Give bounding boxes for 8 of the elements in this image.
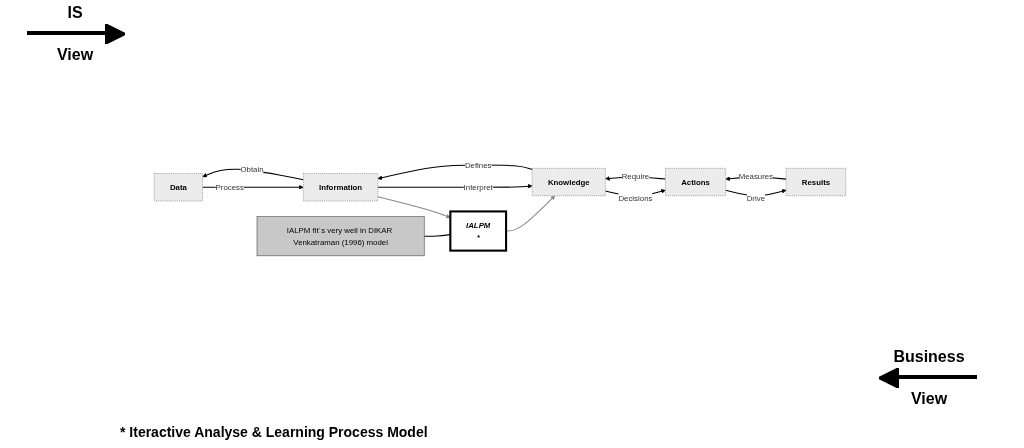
arrow <box>725 189 787 197</box>
arrow <box>377 196 451 219</box>
footnote: * Iteractive Analyse & Learning Process Model <box>120 424 428 440</box>
connector <box>423 234 451 238</box>
view-label: View <box>56 46 94 64</box>
view-label: Business <box>893 348 965 366</box>
view-label: View <box>910 390 948 408</box>
view-label: IS <box>67 4 83 22</box>
